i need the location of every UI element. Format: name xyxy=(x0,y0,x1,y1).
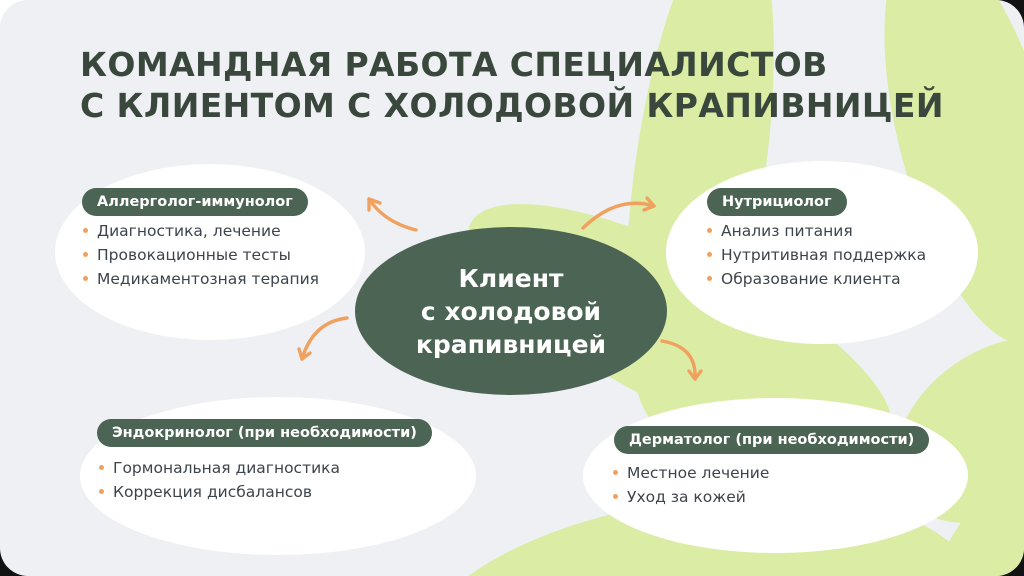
nutritionist-task-list: Анализ питания Нутритивная поддержка Обр… xyxy=(707,219,926,291)
list-item: Коррекция дисбалансов xyxy=(99,480,340,504)
badge-allergist: Аллерголог-иммунолог xyxy=(82,188,308,216)
list-item: Местное лечение xyxy=(613,461,769,485)
page-title-line-1: КОМАНДНАЯ РАБОТА СПЕЦИАЛИСТОВ xyxy=(80,45,828,84)
bullet-dot-icon xyxy=(99,489,104,494)
list-item-text: Анализ питания xyxy=(721,222,853,240)
list-item: Нутритивная поддержка xyxy=(707,243,926,267)
arrow-to-endocrinologist-icon xyxy=(297,316,349,361)
center-node-line-2: с холодовой xyxy=(420,296,602,326)
bullet-dot-icon xyxy=(83,276,88,281)
bullet-dot-icon xyxy=(83,252,88,257)
bullet-dot-icon xyxy=(99,465,104,470)
list-item: Образование клиента xyxy=(707,267,926,291)
bullet-dot-icon xyxy=(83,228,88,233)
center-node-line-3: крапивницей xyxy=(415,329,607,359)
endocrinologist-task-list: Гормональная диагностика Коррекция дисба… xyxy=(99,456,340,504)
list-item-text: Нутритивная поддержка xyxy=(721,246,927,264)
list-item-text: Диагностика, лечение xyxy=(97,222,281,240)
bullet-dot-icon xyxy=(707,276,712,281)
list-item: Провокационные тесты xyxy=(83,243,319,267)
page-title: КОМАНДНАЯ РАБОТА СПЕЦИАЛИСТОВ С КЛИЕНТОМ… xyxy=(80,44,944,126)
bullet-dot-icon xyxy=(613,470,618,475)
specialist-oval-dermatologist xyxy=(583,398,968,553)
list-item-text: Образование клиента xyxy=(721,270,901,288)
arrow-to-allergist-icon xyxy=(367,197,418,232)
badge-endocrinologist: Эндокринолог (при необходимости) xyxy=(97,419,432,447)
bullet-dot-icon xyxy=(707,228,712,233)
list-item: Гормональная диагностика xyxy=(99,456,340,480)
list-item-text: Гормональная диагностика xyxy=(113,459,341,477)
bullet-dot-icon xyxy=(613,494,618,499)
page-title-line-2: С КЛИЕНТОМ С ХОЛОДОВОЙ КРАПИВНИЦЕЙ xyxy=(80,86,944,125)
list-item: Медикаментозная терапия xyxy=(83,267,319,291)
center-node-client: Клиент с холодовой крапивницей xyxy=(355,227,667,395)
badge-dermatologist: Дерматолог (при необходимости) xyxy=(614,426,930,454)
list-item-text: Медикаментозная терапия xyxy=(97,270,319,288)
list-item-text: Коррекция дисбалансов xyxy=(113,483,312,501)
dermatologist-task-list: Местное лечение Уход за кожей xyxy=(613,461,769,509)
list-item: Диагностика, лечение xyxy=(83,219,319,243)
badge-nutritionist: Нутрициолог xyxy=(707,188,847,216)
bullet-dot-icon xyxy=(707,252,712,257)
list-item-text: Провокационные тесты xyxy=(97,246,291,264)
list-item-text: Местное лечение xyxy=(627,464,770,482)
list-item: Уход за кожей xyxy=(613,485,769,509)
list-item-text: Уход за кожей xyxy=(627,488,746,506)
allergist-task-list: Диагностика, лечение Провокационные тест… xyxy=(83,219,319,291)
list-item: Анализ питания xyxy=(707,219,926,243)
center-node-line-1: Клиент xyxy=(458,263,564,293)
